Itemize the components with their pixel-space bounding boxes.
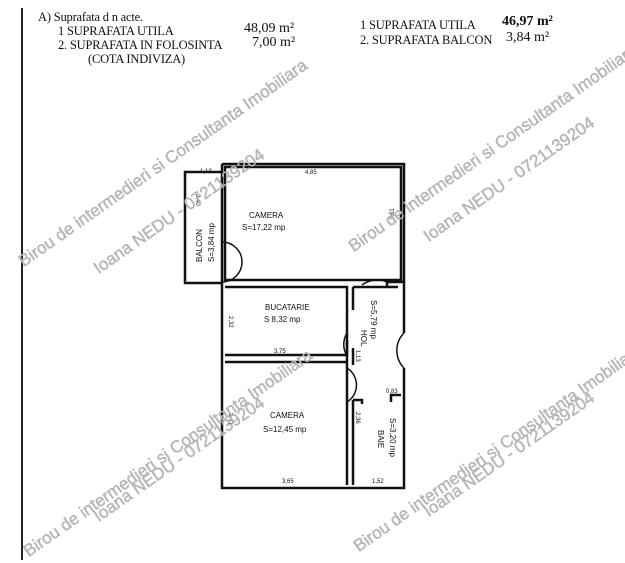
item-value: 7,00 m² [252,35,296,50]
room-name: BUCATARIE [265,303,310,312]
item-value: 48,09 m² [244,21,295,36]
dimension: 2,32 [227,316,233,328]
note: (COTA INDIVIZA) [88,52,186,66]
item-label: 2. SUPRAFATA BALCON [360,33,493,47]
room-name: BAIE [376,430,385,448]
room-area: S=17,22 mp [242,223,286,232]
room-name: HOL [359,330,368,347]
dimension: 1,13 [354,350,360,362]
item-value: 46,97 m² [502,14,553,29]
dimension: 4,85 [305,170,317,176]
dimension: 3,75 [274,349,286,355]
item-value: 3,84 m² [506,30,550,45]
dimension: 3,61 [390,208,396,220]
room-name: CAMERA [249,211,284,220]
room-name: BALCON [195,229,204,262]
item-label: 1 SUPRAFATA UTILA [58,24,174,38]
dimension: 3,65 [282,479,294,485]
walls [183,162,406,490]
heading: A) Suprafata d n acte. [38,10,143,24]
room-area: S 8,32 mp [264,315,301,324]
doors [221,241,405,403]
room-area: S=3,20 mp [388,418,397,457]
dimension: 3,40 [194,194,200,206]
room-area: S=12,45 mp [263,425,307,434]
item-label: 1 SUPRAFATA UTILA [360,18,476,32]
margin-line [21,8,23,560]
room-area: S=5,79 mp [369,300,378,339]
item-label: 2. SUPRAFATA IN FOLOSINTA [58,38,223,52]
dimension: 0,83 [386,389,398,395]
dimension: 1,13 [200,169,212,175]
dimension: 3,41 [227,413,233,425]
room-name: CAMERA [270,411,305,420]
room-area: S=3,84 mp [207,223,216,262]
dimension: 2,36 [354,412,360,424]
dimension: 1,52 [372,479,384,485]
